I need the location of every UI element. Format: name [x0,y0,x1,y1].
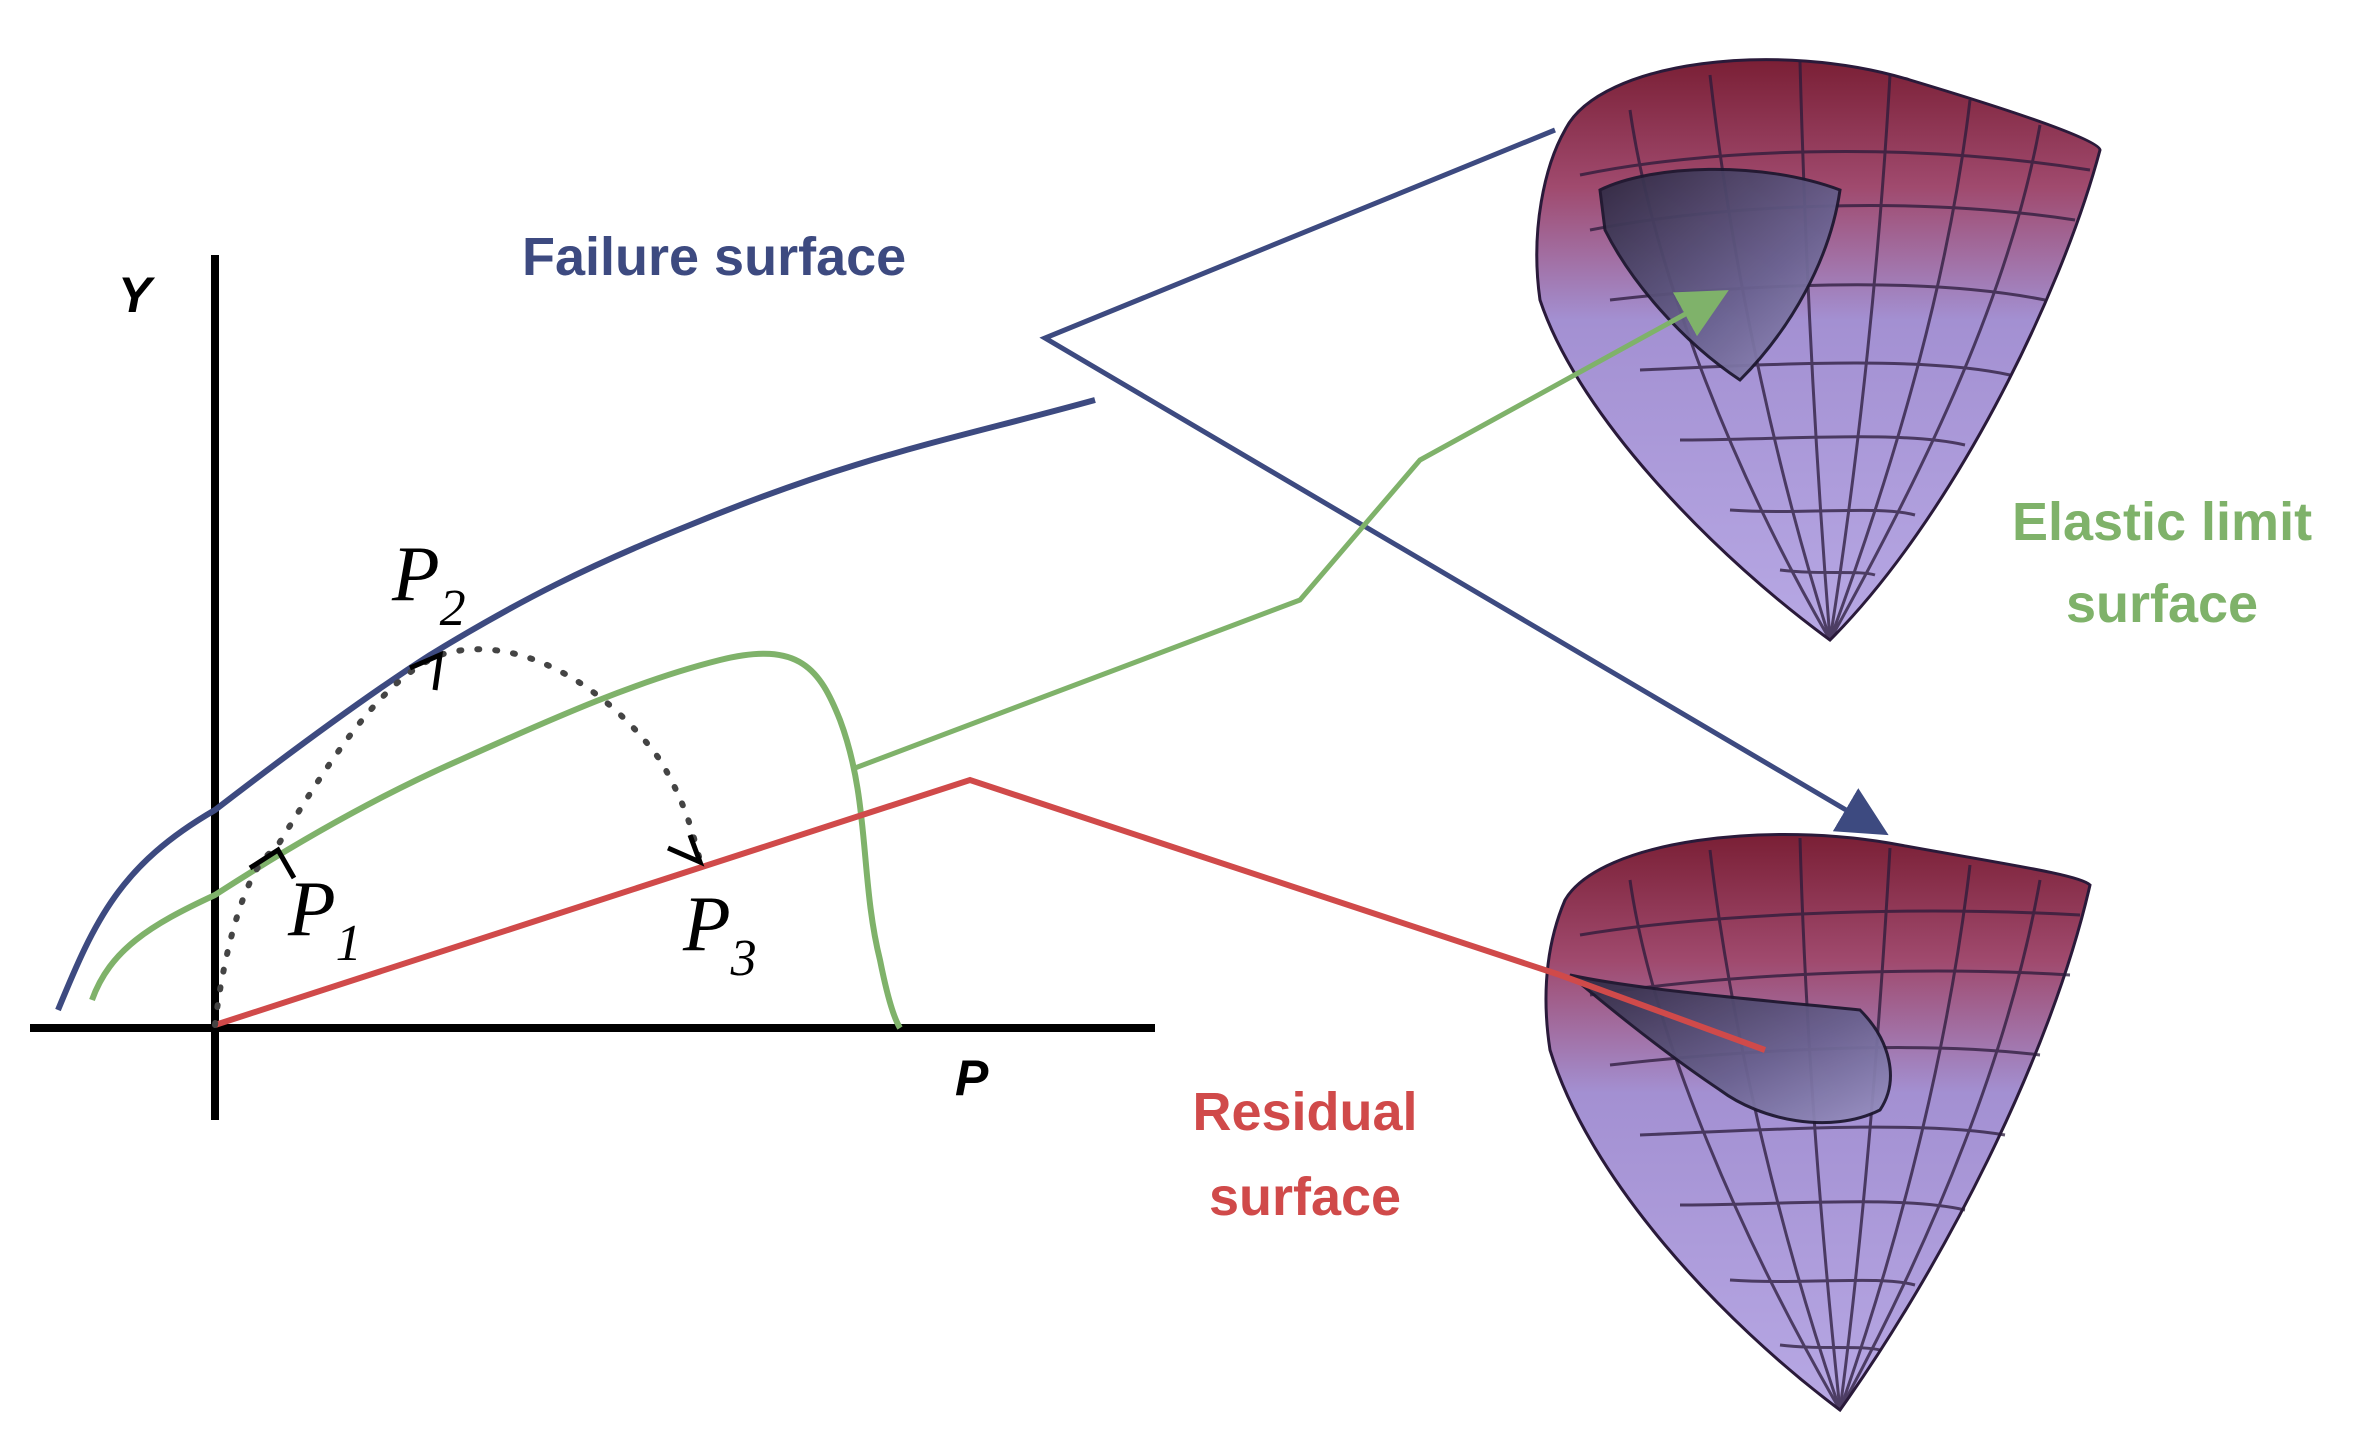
elastic-surface-label-line1: Elastic limit [2012,492,2312,552]
arrow-p2 [409,650,444,691]
axes [30,255,1155,1120]
stress-path-dotted [212,646,703,1028]
lower-shell-cone [1569,973,1892,1125]
point-p2-label: P2 [391,530,466,637]
residual-surface-group [214,776,1767,1053]
elastic-surface-group [89,290,1729,1030]
failure-surface-group [55,127,1889,1012]
y-axis-label: Y [118,267,156,323]
elastic-limit-curve [89,650,903,1030]
arrow-p3 [666,834,705,867]
residual-surface-label-line2: surface [1209,1167,1401,1227]
stress-path-arrowheads [248,650,705,880]
elastic-surface-label-line2: surface [2066,574,2258,634]
failure-connector [1039,127,1889,836]
residual-line [214,776,1767,1053]
point-p1-label: P1 [287,865,362,972]
elastic-connector [854,290,1729,771]
upper-shell-cavity [1598,167,1842,382]
upper-shell-3d [1535,58,2102,642]
x-axis-label: P [955,1050,989,1106]
residual-surface-label-line1: Residual [1192,1082,1417,1142]
failure-surface-label: Failure surface [522,227,906,287]
point-p3-label: P3 [682,880,757,987]
upper-shell-grid [1579,61,2091,641]
failure-surface-curve [55,397,1096,1012]
arrow-p1 [248,846,297,880]
lower-shell-3d [1544,833,2092,1413]
lower-shell-grid [1579,837,2081,1411]
